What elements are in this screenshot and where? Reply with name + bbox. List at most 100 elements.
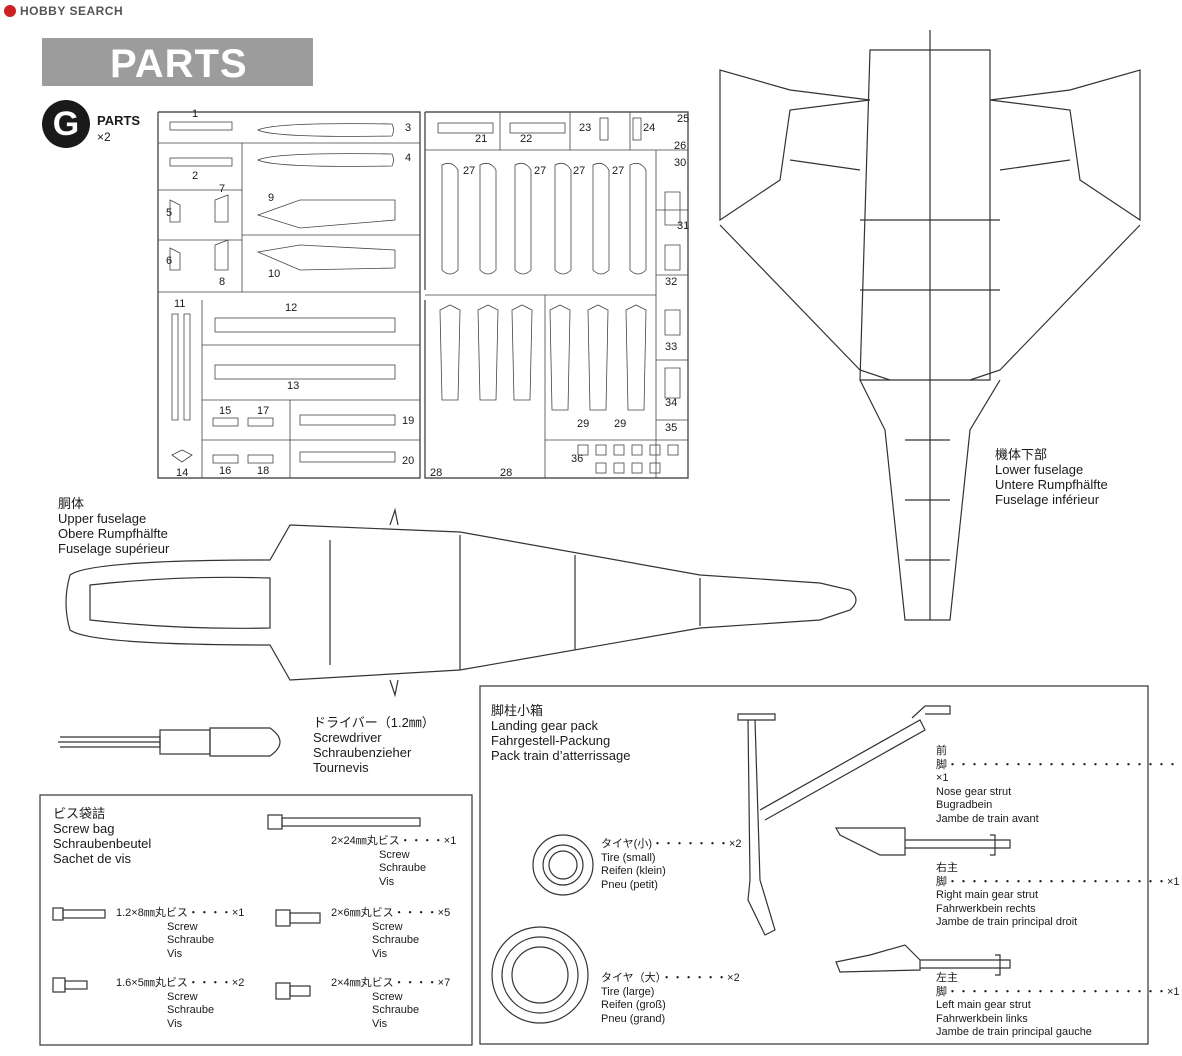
title-en: Landing gear pack (491, 718, 598, 733)
part-number: 13 (287, 380, 300, 392)
strut-fr: Jambe de train principal gauche (936, 1026, 1092, 1038)
part-number: 36 (571, 453, 584, 465)
strut-en: Nose gear strut (936, 785, 1012, 798)
part-number: 27 (463, 165, 476, 177)
caption-en: Lower fuselage (995, 462, 1084, 477)
sprue-letter-badge: G (42, 100, 90, 148)
part-number: 22 (520, 133, 533, 145)
tire-spec: タイヤ（大）・・・・・・×2 (601, 972, 740, 984)
screw-en: Screw (372, 920, 403, 933)
part-number: 10 (268, 268, 281, 280)
screw-item-1-6x5: 1.6×5㎜丸ビス・・・・×2 Screw Schraube Vis (116, 977, 244, 1031)
screw-spec: 2×4㎜丸ビス・・・・×7 (331, 977, 451, 989)
landing-gear-box (479, 685, 1149, 1045)
part-number: 23 (579, 122, 592, 134)
part-number: 27 (534, 165, 547, 177)
gear-struts-drawing (737, 705, 1011, 976)
sprue-parts (169, 117, 681, 474)
part-number: 7 (219, 183, 226, 195)
part-number: 27 (612, 165, 625, 177)
part-number: 33 (665, 341, 678, 353)
part-number: 14 (176, 467, 189, 479)
part-number: 17 (257, 405, 270, 417)
part-number: 6 (166, 255, 173, 267)
part-number: 26 (674, 140, 687, 152)
strut-de: Bugradbein (936, 799, 993, 811)
banner-title: PARTS (110, 42, 248, 86)
caption-jp: 胴体 (58, 496, 85, 511)
title-de: Fahrgestell-Packung (491, 733, 611, 748)
part-number: 11 (174, 298, 186, 310)
part-number: 29 (577, 418, 590, 430)
screw-item-1-2x8: 1.2×8㎜丸ビス・・・・×1 Screw Schraube Vis (116, 907, 244, 961)
caption-de: Obere Rumpfhälfte (58, 526, 168, 541)
upper-fuselage-caption: 胴体 Upper fuselage Obere Rumpfhälfte Fuse… (58, 496, 169, 556)
part-number: 21 (475, 133, 488, 145)
watermark-text: HOBBY SEARCH (20, 4, 124, 18)
caption-de: Untere Rumpfhälfte (995, 477, 1108, 492)
screw-en: Screw (167, 920, 198, 933)
strut-fr: Jambe de train avant (936, 812, 1039, 825)
screw-spec: 1.2×8㎜丸ビス・・・・×1 (116, 907, 245, 919)
part-number: 32 (665, 276, 678, 288)
landing-gear-title: 脚柱小箱 Landing gear pack Fahrgestell-Packu… (491, 703, 630, 763)
nose-strut-caption: 前脚・・・・・・・・・・・・・・・・・・・・・×1 Nose gear stru… (936, 745, 1182, 826)
tire-small-caption: タイヤ(小)・・・・・・・×2 Tire (small) Reifen (kle… (601, 838, 742, 892)
parts-banner: PARTS (42, 38, 313, 86)
part-number: 12 (285, 302, 298, 314)
left-strut-caption: 左主脚・・・・・・・・・・・・・・・・・・・・×1 Left main gear… (936, 972, 1182, 1040)
screw-spec: 2×6㎜丸ビス・・・・×5 (331, 907, 451, 919)
title-jp: 脚柱小箱 (491, 703, 544, 718)
watermark: HOBBY SEARCH (4, 4, 123, 18)
strut-spec: 前脚・・・・・・・・・・・・・・・・・・・・・×1 (936, 745, 1178, 784)
part-number: 16 (219, 465, 232, 477)
caption-en: Screwdriver (313, 730, 382, 745)
lower-fuselage-drawing (719, 30, 1141, 621)
part-number: 30 (674, 157, 687, 169)
part-number: 28 (430, 467, 443, 479)
part-number: 27 (573, 165, 586, 177)
screw-fr: Vis (372, 1017, 388, 1030)
title-de: Schraubenbeutel (53, 836, 152, 851)
tire-large-caption: タイヤ（大）・・・・・・×2 Tire (large) Reifen (groß… (601, 972, 740, 1026)
tire-fr: Pneu (grand) (601, 1012, 666, 1025)
lower-fuselage-caption: 機体下部 Lower fuselage Untere Rumpfhälfte F… (995, 447, 1108, 507)
screw-item-2x4: 2×4㎜丸ビス・・・・×7 Screw Schraube Vis (331, 977, 450, 1031)
sprue-label: PARTS (97, 113, 141, 128)
caption-fr: Fuselage supérieur (58, 541, 170, 556)
caption-de: Schraubenzieher (313, 745, 412, 760)
part-number: 4 (405, 152, 412, 164)
sprue-frame (157, 111, 689, 479)
part-number: 18 (257, 465, 270, 477)
strut-spec: 左主脚・・・・・・・・・・・・・・・・・・・・×1 (936, 972, 1180, 998)
caption-jp: 機体下部 (995, 447, 1048, 462)
screw-spec: 1.6×5㎜丸ビス・・・・×2 (116, 977, 245, 989)
strut-fr: Jambe de train principal droit (936, 916, 1078, 928)
screw-bag-box (39, 794, 473, 1046)
tire-de: Reifen (groß) (601, 999, 666, 1011)
part-number: 28 (500, 467, 513, 479)
screw-fr: Vis (167, 1017, 183, 1030)
title-en: Screw bag (53, 821, 115, 836)
part-number: 20 (402, 455, 415, 467)
caption-fr: Fuselage inférieur (995, 492, 1100, 507)
screws-drawing (52, 814, 421, 1000)
screw-en: Screw (372, 990, 403, 1003)
part-number: 9 (268, 192, 275, 204)
strut-spec: 右主脚・・・・・・・・・・・・・・・・・・・・×1 (936, 862, 1180, 888)
screw-fr: Vis (379, 875, 395, 888)
screw-fr: Vis (167, 947, 183, 960)
strut-de: Fahrwerkbein links (936, 1012, 1028, 1025)
caption-en: Upper fuselage (58, 511, 147, 526)
screw-item-2x24: 2×24㎜丸ビス・・・・×1 Screw Schraube Vis (331, 835, 456, 889)
part-number: 24 (643, 122, 656, 134)
screw-bag-title: ビス袋詰 Screw bag Schraubenbeutel Sachet de… (53, 806, 151, 866)
part-number: 31 (677, 220, 690, 232)
screwdriver-drawing (58, 727, 281, 757)
tire-spec: タイヤ(小)・・・・・・・×2 (601, 838, 742, 850)
screwdriver-caption: ドライバー（1.2㎜） Screwdriver Schraubenzieher … (313, 715, 435, 775)
tire-en: Tire (small) (601, 851, 656, 864)
part-number: 5 (166, 207, 173, 219)
caption-jp: ドライバー（1.2㎜） (313, 715, 435, 730)
